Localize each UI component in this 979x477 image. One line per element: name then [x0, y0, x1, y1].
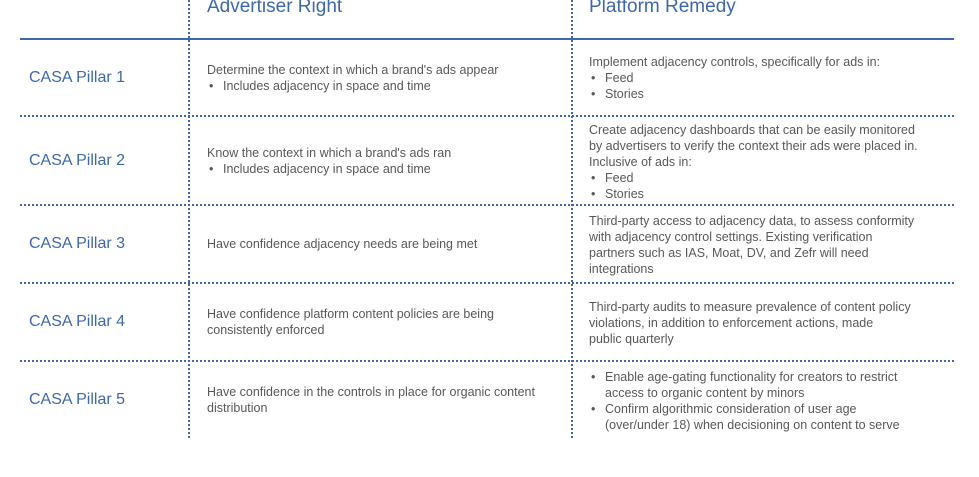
- pillar-label: CASA Pillar 2: [29, 152, 126, 169]
- platform-remedy-cell: Enable age-gating functionality for crea…: [589, 369, 949, 433]
- cell-text: consistently enforced: [207, 323, 325, 337]
- cell-text: partners such as IAS, Moat, DV, and Zefr…: [589, 246, 869, 260]
- row-divider: [20, 282, 954, 284]
- row-divider: [20, 360, 954, 362]
- advertiser-right-cell: Determine the context in which a brand's…: [207, 62, 562, 94]
- cell-text: Have confidence in the controls in place…: [207, 385, 535, 399]
- pillar-label: CASA Pillar 5: [29, 391, 126, 408]
- cell-text: Have confidence platform content policie…: [207, 307, 494, 321]
- bullet-item: Confirm algorithmic consideration of use…: [589, 401, 949, 433]
- advertiser-right-cell: Have confidence platform content policie…: [207, 306, 562, 338]
- pillar-label: CASA Pillar 4: [29, 313, 126, 330]
- pillar-label: CASA Pillar 3: [29, 235, 126, 252]
- bullet-item: Includes adjacency in space and time: [207, 78, 562, 94]
- row-divider: [20, 204, 954, 206]
- advertiser-right-cell: Know the context in which a brand's ads …: [207, 145, 562, 177]
- column-divider-2: [571, 0, 573, 438]
- cell-text: public quarterly: [589, 332, 674, 346]
- bullet-item: Stories: [589, 186, 949, 202]
- bullet-item: Enable age-gating functionality for crea…: [589, 369, 949, 401]
- pillar-label: CASA Pillar 1: [29, 69, 126, 86]
- platform-remedy-cell: Third-party access to adjacency data, to…: [589, 213, 949, 277]
- cell-text: by advertisers to verify the context the…: [589, 139, 918, 153]
- cell-text: Implement adjacency controls, specifical…: [589, 55, 881, 69]
- cell-text: Have confidence adjacency needs are bein…: [207, 237, 478, 251]
- cell-text: with adjacency control settings. Existin…: [589, 230, 873, 244]
- header-divider: [20, 38, 954, 40]
- platform-remedy-cell: Third-party audits to measure prevalence…: [589, 299, 949, 347]
- platform-remedy-cell: Implement adjacency controls, specifical…: [589, 54, 949, 102]
- cell-text: Determine the context in which a brand's…: [207, 63, 499, 77]
- bullet-item: Feed: [589, 170, 949, 186]
- bullet-item: Feed: [589, 70, 949, 86]
- header-platform-remedy: Platform Remedy: [589, 0, 736, 17]
- bullet-item: Includes adjacency in space and time: [207, 161, 562, 177]
- cell-text: Know the context in which a brand's ads …: [207, 146, 452, 160]
- cell-text: Create adjacency dashboards that can be …: [589, 123, 915, 137]
- advertiser-right-cell: Have confidence adjacency needs are bein…: [207, 236, 562, 252]
- bullet-item: Stories: [589, 86, 949, 102]
- cell-text: integrations: [589, 262, 654, 276]
- cell-text: violations, in addition to enforcement a…: [589, 316, 874, 330]
- cell-text: Third-party access to adjacency data, to…: [589, 214, 915, 228]
- column-divider-1: [188, 0, 190, 438]
- cell-text: Inclusive of ads in:: [589, 155, 692, 169]
- cell-text: Third-party audits to measure prevalence…: [589, 300, 911, 314]
- platform-remedy-cell: Create adjacency dashboards that can be …: [589, 122, 949, 202]
- header-advertiser-right: Advertiser Right: [207, 0, 343, 17]
- advertiser-right-cell: Have confidence in the controls in place…: [207, 384, 562, 416]
- cell-text: distribution: [207, 401, 268, 415]
- row-divider: [20, 115, 954, 117]
